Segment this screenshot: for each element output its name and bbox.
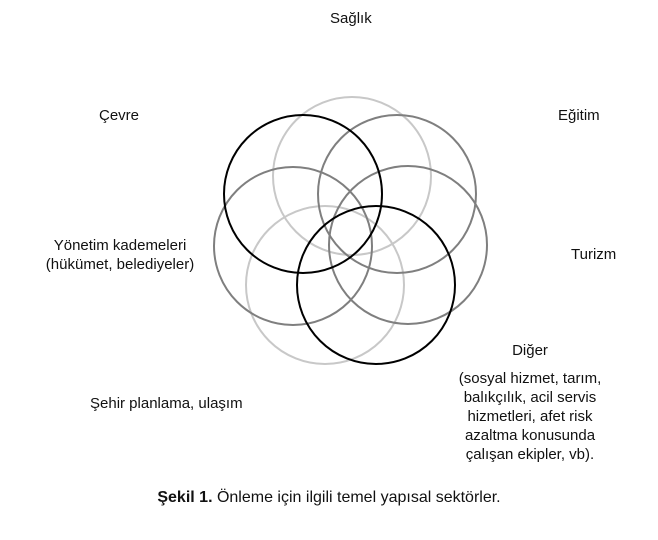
circle-sehir <box>296 205 456 365</box>
figure-caption: Şekil 1. Önleme için ilgili temel yapısa… <box>0 488 658 508</box>
label-yonetim-line2: (hükümet, belediyeler) <box>45 256 195 273</box>
label-cevre: Çevre <box>99 107 140 124</box>
label-diger-details: (sosyal hizmet, tarım, balıkçılık, acil … <box>440 369 620 464</box>
label-yonetim-line1: Yönetim kademeleri <box>53 237 187 254</box>
label-diger-line: çalışan ekipler, vb). <box>465 446 595 463</box>
caption-text: Önleme için ilgili temel yapısal sektörl… <box>212 489 501 506</box>
label-sehir: Şehir planlama, ulaşım <box>90 395 243 412</box>
label-diger-line: (sosyal hizmet, tarım, <box>458 370 602 387</box>
circle-cevre <box>223 114 383 274</box>
label-diger-line: hizmetleri, afet risk <box>467 408 593 425</box>
circle-turizm <box>328 165 488 325</box>
circle-diger <box>245 205 405 365</box>
circle-yonetim <box>213 166 373 326</box>
caption-label: Şekil 1. <box>157 489 213 506</box>
label-turizm: Turizm <box>571 246 617 263</box>
label-diger-title: Diğer <box>512 342 548 359</box>
label-diger-line: balıkçılık, acil servis <box>463 389 597 406</box>
label-saglik: Sağlık <box>330 10 372 27</box>
label-diger-line: azaltma konusunda <box>464 427 596 444</box>
circle-egitim <box>317 114 477 274</box>
label-yonetim: Yönetim kademeleri (hükümet, belediyeler… <box>10 236 230 274</box>
label-egitim: Eğitim <box>558 107 600 124</box>
circle-saglik <box>272 96 432 256</box>
